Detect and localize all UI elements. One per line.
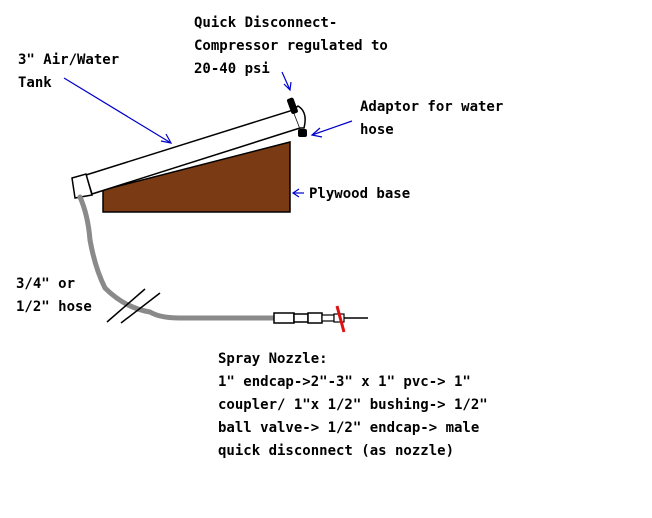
adaptor-label-line: hose <box>360 122 394 138</box>
hose-label-line: 3/4" or <box>16 276 76 292</box>
hose-break-mark <box>120 292 161 324</box>
hose-label-line: 1/2" hose <box>16 299 92 315</box>
quick-disconnect-fitting <box>287 97 298 114</box>
hose-adaptor-fitting <box>298 129 307 137</box>
hose-break-mark <box>106 288 146 323</box>
spray-nozzle-label-line: quick disconnect (as nozzle) <box>218 443 455 459</box>
plywood-label: Plywood base <box>309 183 410 206</box>
quick-disconnect-label-line: Compressor regulated to <box>194 38 388 54</box>
adaptor-label-line: Adaptor for water <box>360 99 504 115</box>
hose-label: 3/4" or 1/2" hose <box>16 273 92 319</box>
adaptor-arrow <box>311 120 353 136</box>
spray-nozzle-label-line: 1" endcap->2"-3" x 1" pvc-> 1" <box>218 374 471 390</box>
spray-nozzle-label-line: coupler/ 1"x 1/2" bushing-> 1/2" <box>218 397 488 413</box>
pointer-arrows <box>63 71 353 198</box>
tank-label-line: Tank <box>18 75 52 91</box>
tank-label: 3" Air/Water Tank <box>18 49 119 95</box>
quick-disconnect-arrow <box>281 71 291 91</box>
spray-nozzle <box>273 305 368 333</box>
spray-nozzle-label-line: Spray Nozzle: <box>218 351 328 367</box>
spray-nozzle-label: Spray Nozzle: 1" endcap->2"-3" x 1" pvc-… <box>218 348 488 463</box>
tank-arrow <box>63 77 172 144</box>
quick-disconnect-label-line: Quick Disconnect- <box>194 15 338 31</box>
adaptor-label: Adaptor for water hose <box>360 96 503 142</box>
quick-disconnect-label-line: 20-40 psi <box>194 61 270 77</box>
plywood-label-line: Plywood base <box>309 186 411 202</box>
quick-disconnect-label: Quick Disconnect- Compressor regulated t… <box>194 12 388 81</box>
tank-endcap <box>71 173 93 199</box>
spray-nozzle-label-line: ball valve-> 1/2" endcap-> male <box>218 420 480 436</box>
hose <box>77 194 278 321</box>
ball-valve-marker <box>335 305 346 333</box>
tank-label-line: 3" Air/Water <box>18 52 120 68</box>
plywood-base <box>102 141 291 213</box>
